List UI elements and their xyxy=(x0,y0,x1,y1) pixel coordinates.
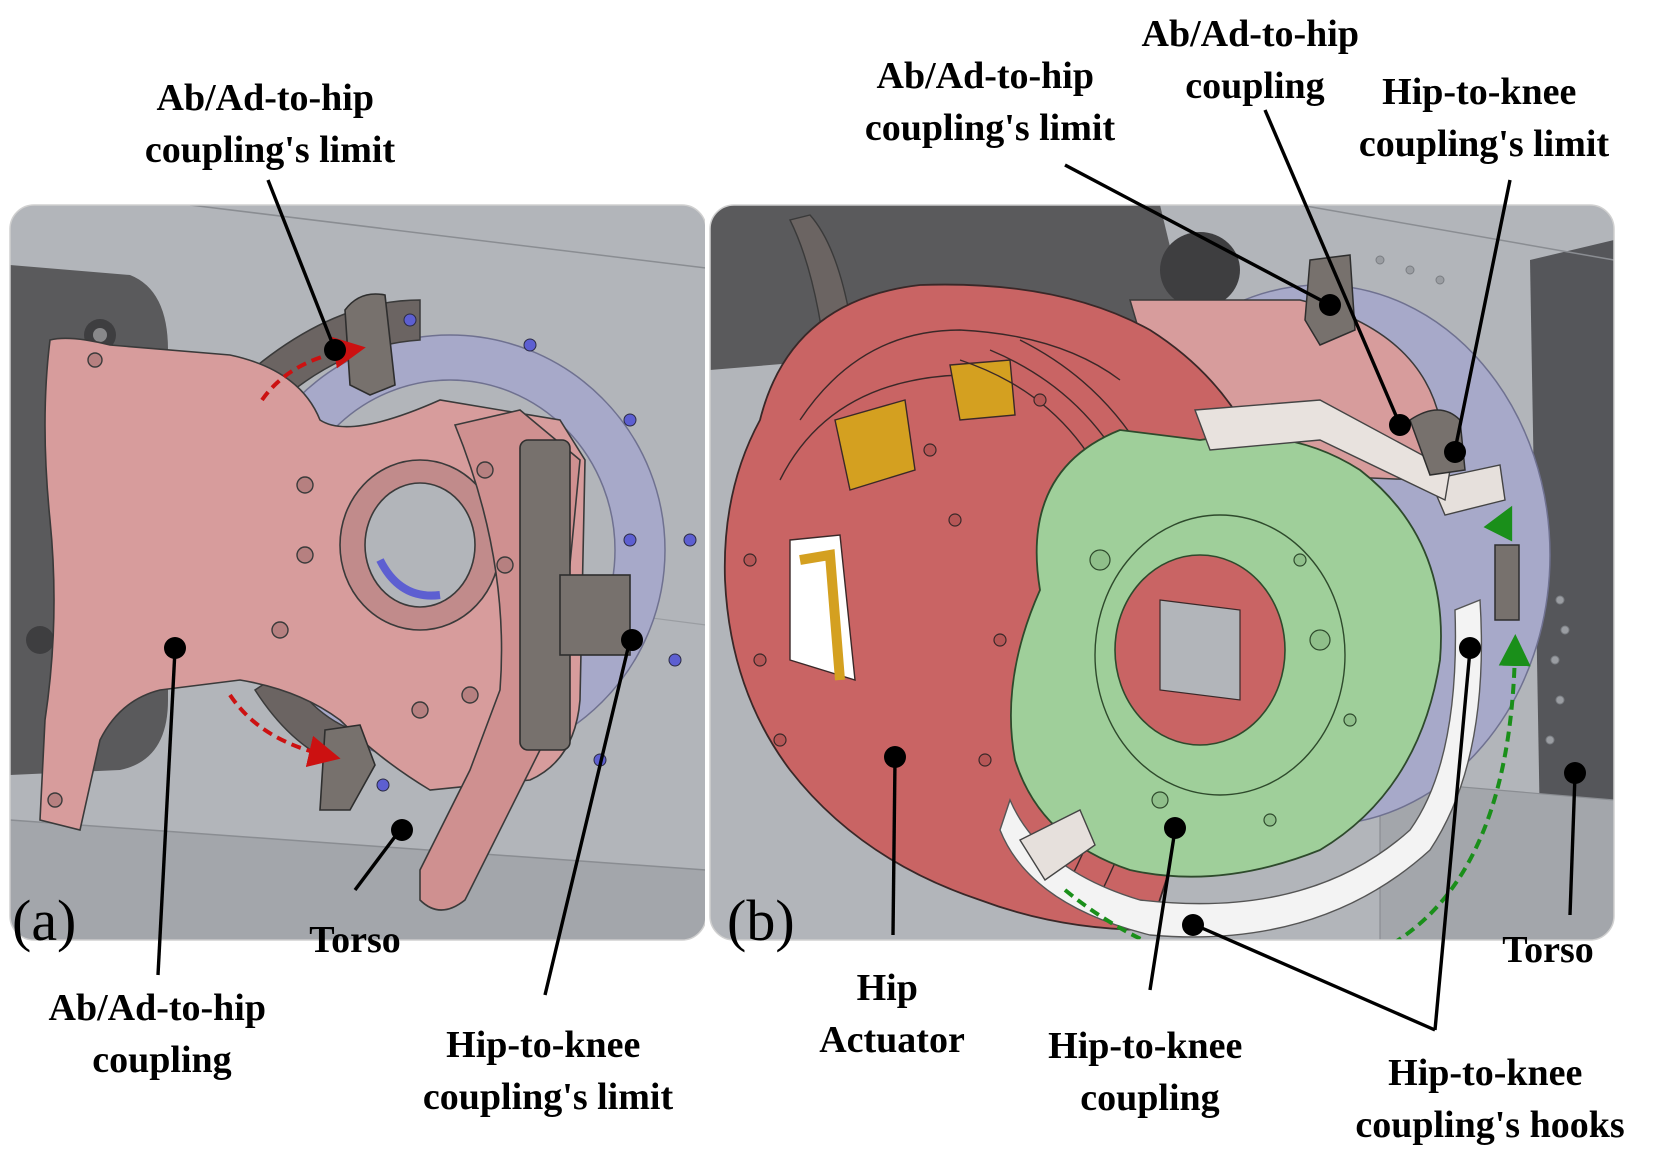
label-a-abad-limit: Ab/Ad-to-hip coupling's limit xyxy=(145,77,396,171)
label-b-abad-limit: Ab/Ad-to-hip coupling's limit xyxy=(865,55,1116,149)
label-b-abad-coupling: Ab/Ad-to-hip coupling xyxy=(1142,13,1369,107)
label-a-abad-coupling: Ab/Ad-to-hip coupling xyxy=(49,987,276,1081)
label-a-hipknee-limit: Hip-to-knee coupling's limit xyxy=(423,1024,674,1118)
abad-range-arrow-top xyxy=(260,336,366,402)
abad-range-arrow-bottom xyxy=(228,693,341,767)
hipknee-hook-left xyxy=(1018,809,1096,881)
hipknee-range-arrow-short xyxy=(1483,505,1513,542)
hipknee-limit-block xyxy=(559,574,631,656)
panel-b-tag: (b) xyxy=(727,888,795,953)
label-a-torso: Torso xyxy=(309,919,401,961)
label-b-hipknee-limit: Hip-to-knee coupling's limit xyxy=(1359,71,1610,165)
label-b-hip-actuator: Hip Actuator xyxy=(819,967,965,1061)
leaders-panel-b xyxy=(884,109,1586,1032)
hipknee-limit-post xyxy=(1494,544,1520,621)
panel-a-tag: (a) xyxy=(12,888,76,953)
panel-b-render xyxy=(710,205,1614,940)
label-b-hipknee-hooks: Hip-to-knee coupling's hooks xyxy=(1355,1052,1624,1146)
leaders-panel-a xyxy=(156,179,643,996)
hipknee-hooks-ring xyxy=(999,598,1483,938)
abad-limit-block-top xyxy=(344,293,396,396)
label-b-torso: Torso xyxy=(1502,929,1594,971)
label-b-hipknee-coupling: Hip-to-knee coupling xyxy=(1048,1025,1252,1119)
hipknee-range-arrow-long xyxy=(1063,634,1531,940)
panel-a-render xyxy=(10,205,706,940)
